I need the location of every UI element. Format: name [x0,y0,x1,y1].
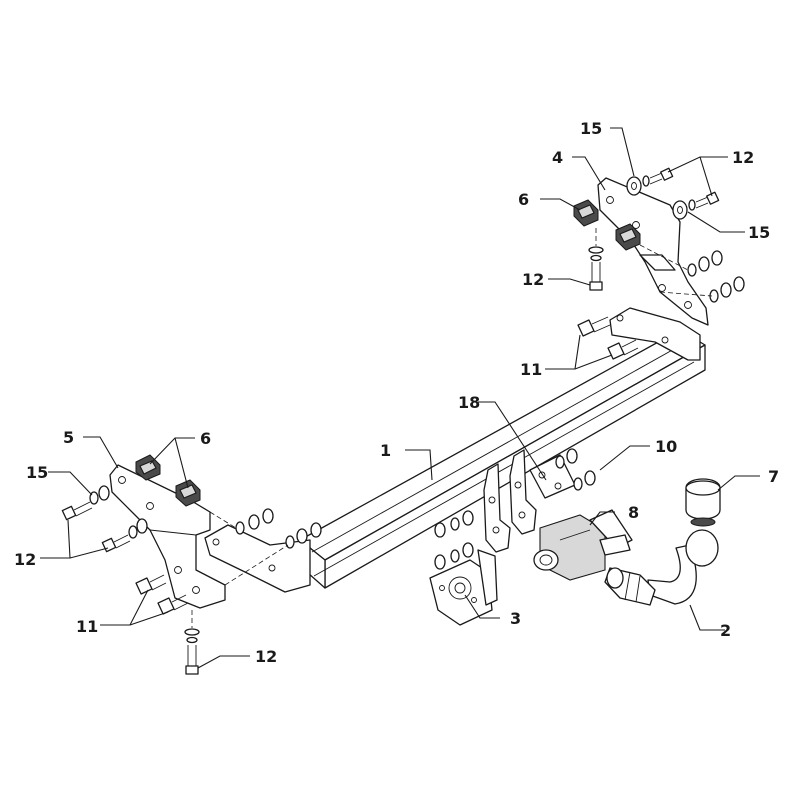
callout-15-left: 15 [26,463,48,482]
center-bracket-left [483,463,511,553]
callout-2: 2 [720,621,731,640]
electrical-socket [533,509,633,581]
callout-11-left: 11 [76,617,98,636]
left-clip-upper [135,454,161,481]
callout-1: 1 [380,441,391,460]
left-bolt-11-lower [157,594,189,615]
right-clip-lower [615,223,641,251]
right-clip-upper [573,199,599,227]
callout-15-top: 15 [580,119,602,138]
bolt-10 [555,448,596,491]
callout-4: 4 [552,148,563,167]
callout-5: 5 [63,428,74,447]
callout-12-right-top: 12 [732,148,754,167]
left-bar-end-plate [204,524,311,593]
right-nuts-lower [709,276,745,303]
right-bolt-11-lower [607,339,639,360]
leaders [40,127,760,669]
left-nuts-upper [235,508,274,535]
right-bar-end-plate [609,307,701,361]
right-washer-upper [626,167,674,196]
callout-8: 8 [628,503,639,522]
callout-3: 3 [510,609,521,628]
callout-11-right: 11 [520,360,542,379]
right-washer-lower [672,191,720,220]
right-vertical-bolt [588,228,604,291]
left-vertical-bolt [184,610,200,675]
callout-10: 10 [655,437,677,456]
callout-12-right-mid: 12 [522,270,544,289]
callout-12-bottom: 12 [255,647,277,666]
right-nuts-upper [687,250,723,277]
left-nuts-lower [285,522,322,549]
center-nuts [434,510,474,570]
left-bolt-11-upper [135,574,167,595]
callout-7: 7 [768,467,779,486]
socket-plate [429,549,498,626]
ball-cover-cap [685,478,721,527]
center-bracket-right [509,449,537,535]
left-bolt-upper [61,485,110,521]
callout-12-left: 12 [14,550,36,569]
left-bolt-lower [101,518,148,553]
right-bolt-11-upper [577,316,611,337]
tow-ball-neck [604,529,719,606]
callout-18: 18 [458,393,480,412]
left-clip-lower [175,479,201,507]
callout-6-left: 6 [200,429,211,448]
callout-6-right: 6 [518,190,529,209]
callout-15-right: 15 [748,223,770,242]
